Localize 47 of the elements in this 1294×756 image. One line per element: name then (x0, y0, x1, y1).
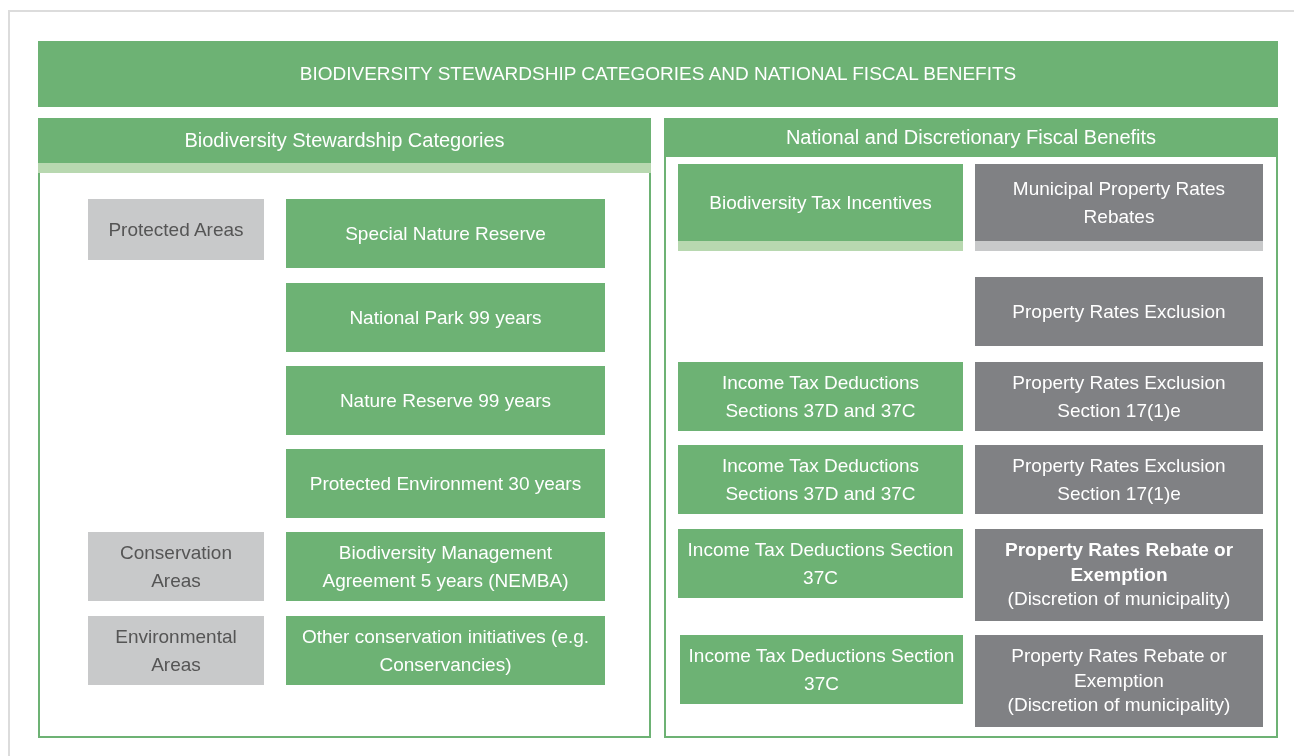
category-box (678, 529, 963, 598)
box-text: Biodiversity Tax Incentives (709, 190, 932, 215)
category-box (286, 199, 605, 268)
box-text: National Park 99 years (349, 305, 542, 330)
category-box (286, 449, 605, 518)
category-box (678, 362, 963, 431)
box-text: Environmental Areas (114, 624, 238, 677)
benefit-box (975, 529, 1263, 621)
box-text: Protected Environment 30 years (309, 471, 582, 496)
box-note: (Discretion of municipality) (1007, 693, 1231, 718)
box-text: Nature Reserve 99 years (339, 388, 552, 413)
benefit-box (975, 635, 1263, 727)
box-text: Biodiversity Management Agreement 5 years (NEMBA) (321, 540, 570, 593)
panel (664, 118, 1278, 738)
panel-header: Biodiversity Stewardship Categories (38, 118, 651, 163)
box-text: Special Nature Reserve (345, 221, 546, 246)
group-label-box (88, 532, 264, 601)
category-box (680, 635, 963, 704)
category-box (678, 445, 963, 514)
box-note: (Discretion of municipality) (1007, 587, 1231, 612)
panel (38, 118, 651, 738)
box-text: Income Tax Deductions Section 37C (686, 537, 955, 590)
box-text: Municipal Property Rates Rebates (1011, 176, 1227, 229)
box-text: Property Rates Exclusion Section 17(1)e (1011, 453, 1227, 506)
title-banner: BIODIVERSITY STEWARDSHIP CATEGORIES AND NATIONAL FISCAL BENEFITS (38, 41, 1278, 107)
box-text: Conservation Areas (119, 540, 233, 593)
box-text: Property Rates Exclusion (1012, 299, 1226, 324)
benefit-box (975, 362, 1263, 431)
group-label-box (88, 199, 264, 260)
box-text: Income Tax Deductions Sections 37D and 37C (720, 453, 921, 506)
category-box (286, 366, 605, 435)
group-label-box (88, 616, 264, 685)
box-text: Income Tax Deductions Sections 37D and 37C (720, 370, 921, 423)
category-box (678, 164, 963, 251)
box-text: Property Rates Exclusion Section 17(1)e (1011, 370, 1227, 423)
box-text: Property Rates Rebate or Exemption (1010, 643, 1228, 693)
box-text: Income Tax Deductions Section 37C (687, 643, 956, 696)
box-text: Property Rates Rebate or Exemption (1003, 537, 1235, 587)
category-box (286, 283, 605, 352)
box-text: Other conservation initiatives (e.g. Conservancies) (300, 624, 591, 677)
panel-header: National and Discretionary Fiscal Benefits (664, 118, 1278, 157)
category-box (286, 616, 605, 685)
category-box (286, 532, 605, 601)
benefit-box (975, 277, 1263, 346)
benefit-box (975, 164, 1263, 251)
box-text: Protected Areas (108, 217, 244, 242)
benefit-box (975, 445, 1263, 514)
